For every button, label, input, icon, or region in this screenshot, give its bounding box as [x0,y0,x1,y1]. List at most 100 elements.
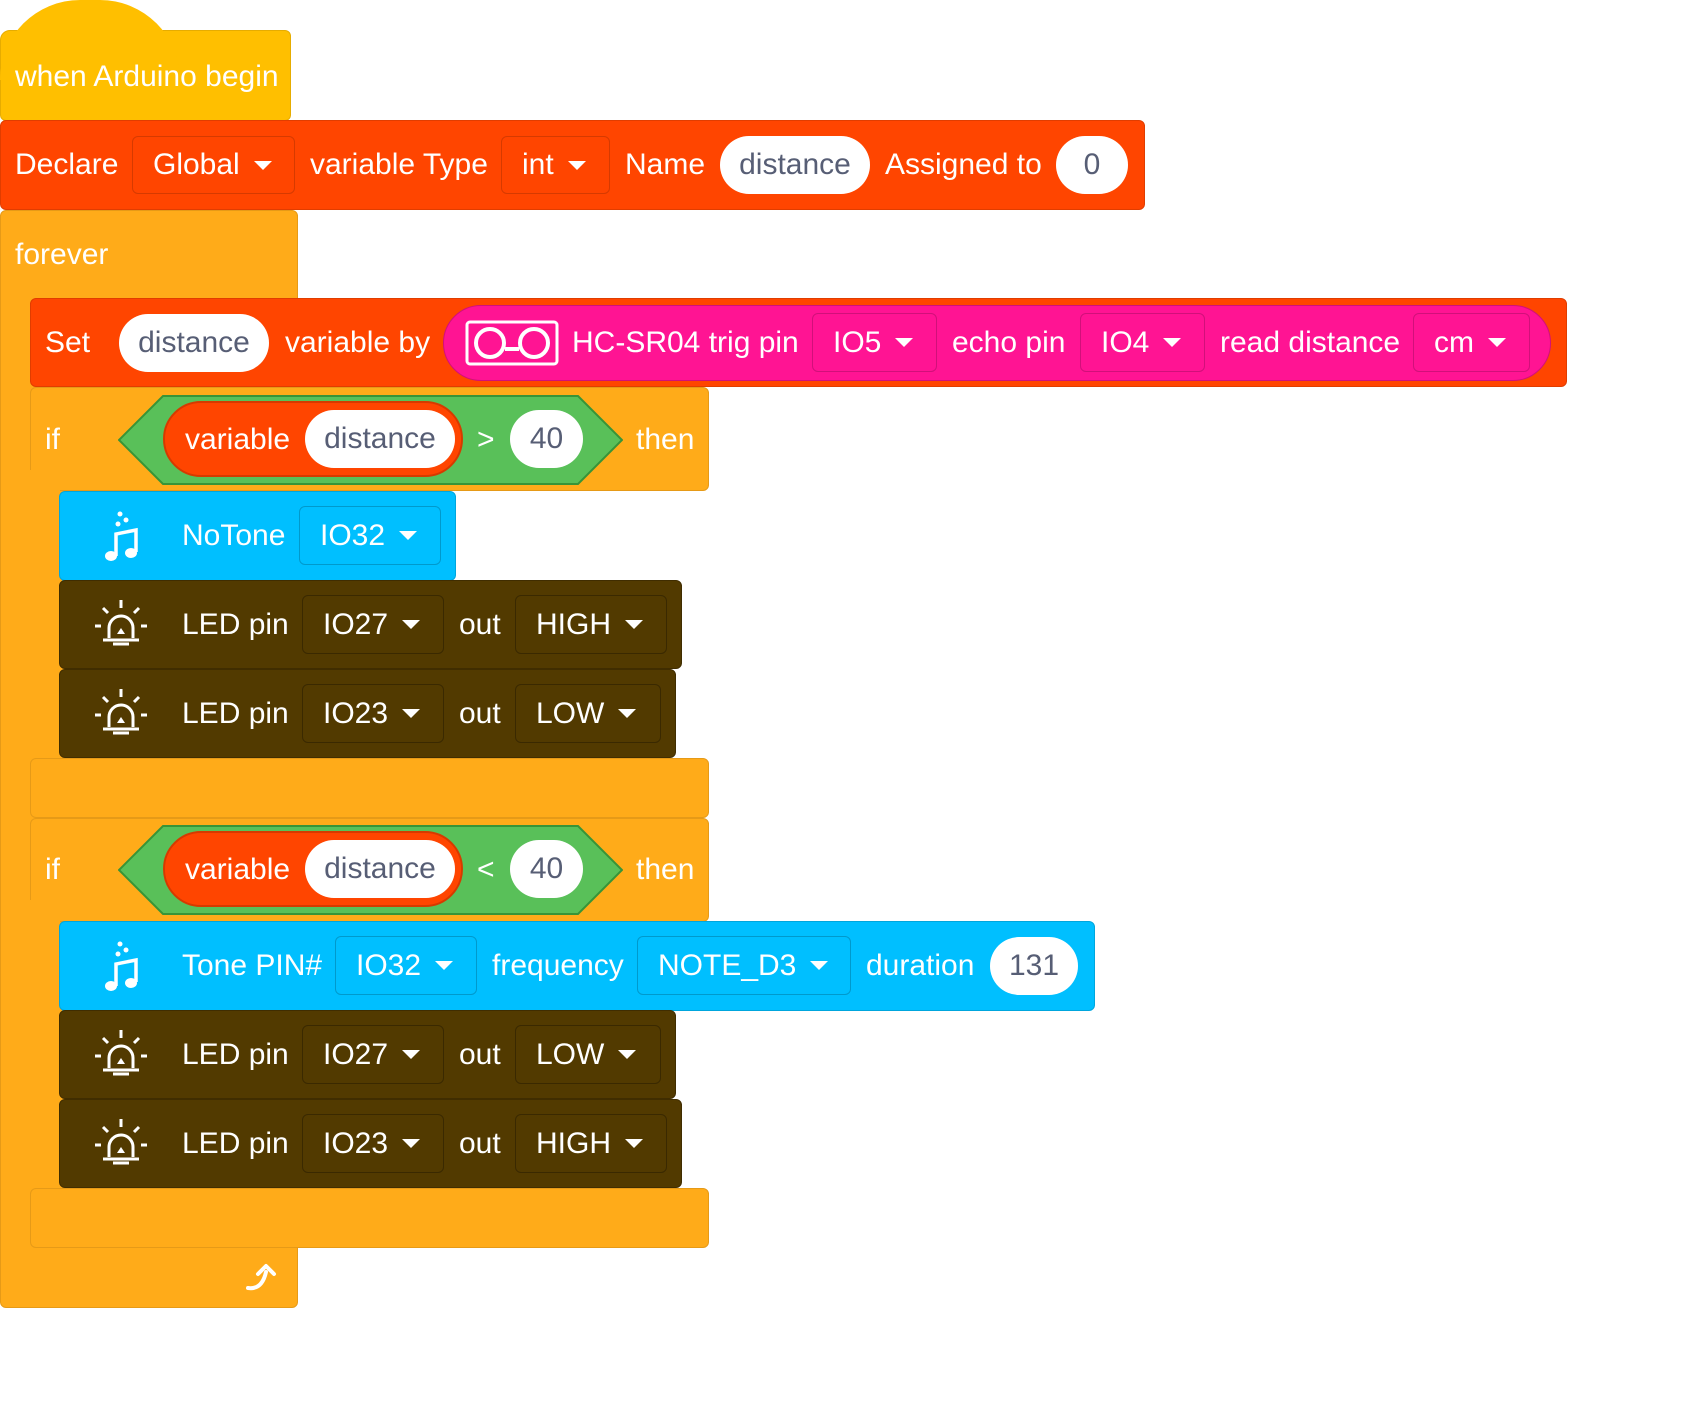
tone-pin-dropdown[interactable]: IO32 [335,936,477,995]
frequency-label: frequency [492,949,624,982]
notone-label: NoTone [182,519,286,552]
then-label: then [636,853,695,886]
tone-block[interactable] [59,921,1095,1011]
led-alarm-icon [95,1119,147,1165]
out-label: out [459,697,501,730]
condition-variable-input[interactable]: distance [305,840,455,898]
variable-label: variable [185,853,291,886]
chevron-down-icon [402,709,421,718]
if-label: if [45,423,60,456]
chevron-down-icon [399,531,418,540]
led-state-value: LOW [536,1037,605,1071]
initial-value-input[interactable]: 0 [1056,136,1128,194]
if-block-2-bottom [30,1188,709,1248]
variable-type-label: variable Type [310,148,488,181]
out-label: out [459,608,501,641]
chevron-down-icon [1163,338,1182,347]
hat-label: when Arduino begin [15,60,279,93]
led-pin-label: LED pin [182,608,289,641]
type-value: int [522,148,554,181]
set-label: Set [45,326,91,359]
led-pin-value: IO23 [323,696,389,730]
trig-pin-value: IO5 [833,325,882,359]
tone-pin-value: IO32 [356,948,422,982]
music-note-icon [105,941,138,991]
chevron-down-icon [618,1050,637,1059]
led-state-dropdown[interactable]: HIGH [515,595,667,654]
chevron-down-icon [1488,338,1506,347]
out-label: out [459,1127,501,1160]
type-dropdown[interactable]: int [501,136,610,194]
duration-input[interactable]: 131 [990,937,1078,995]
chevron-down-icon [402,620,421,629]
hcsr04-reporter[interactable] [443,305,1551,381]
comparison-operator: < [477,853,495,886]
led-state-value: HIGH [536,1126,611,1160]
chevron-down-icon [435,961,454,970]
set-variable-input[interactable]: distance [119,314,269,372]
unit-value: cm [1434,325,1474,359]
chevron-down-icon [402,1050,421,1059]
trig-pin-dropdown[interactable]: IO5 [812,313,937,372]
if-block-2-arm [30,900,60,1220]
scope-dropdown[interactable]: Global [132,136,295,194]
loop-arrow-icon [246,1264,276,1291]
led-state-value: LOW [536,696,605,730]
chevron-down-icon [402,1139,421,1148]
frequency-dropdown[interactable]: NOTE_D3 [637,936,851,995]
sensor-label: HC-SR04 trig pin [572,326,799,359]
chevron-down-icon [810,961,829,970]
chevron-down-icon [618,709,637,718]
assigned-to-label: Assigned to [885,148,1042,181]
forever-label: forever [15,238,109,271]
led-state-dropdown[interactable]: LOW [515,1025,661,1084]
variable-label: variable [185,423,291,456]
led-pin-dropdown[interactable]: IO23 [302,1114,444,1173]
echo-pin-value: IO4 [1101,325,1150,359]
unit-dropdown[interactable]: cm [1413,313,1530,372]
led-state-dropdown[interactable]: LOW [515,684,661,743]
name-label: Name [625,148,706,181]
led-alarm-icon [95,1030,147,1076]
led-pin-label: LED pin [182,1038,289,1071]
led-pin-label: LED pin [182,697,289,730]
tone-label: Tone PIN# [182,949,323,982]
echo-pin-dropdown[interactable]: IO4 [1080,313,1205,372]
led-alarm-icon [95,600,147,646]
chevron-down-icon [625,620,643,629]
variable-by-label: variable by [285,326,431,359]
notone-pin-value: IO32 [320,518,386,552]
led-pin-value: IO27 [323,1037,389,1071]
declare-label: Declare [15,148,119,181]
duration-label: duration [866,949,975,982]
led-state-dropdown[interactable]: HIGH [515,1114,667,1173]
if-block-1-arm [30,470,60,790]
scope-value: Global [153,148,240,181]
led-pin-dropdown[interactable]: IO27 [302,1025,444,1084]
led-alarm-icon [95,689,147,735]
led-state-value: HIGH [536,607,611,641]
if-label: if [45,853,60,886]
read-distance-label: read distance [1220,326,1401,359]
ultrasonic-sensor-icon [465,320,559,366]
then-label: then [636,423,695,456]
comparison-value-input[interactable]: 40 [510,840,583,898]
comparison-operator: > [477,423,495,456]
led-pin-label: LED pin [182,1127,289,1160]
frequency-value: NOTE_D3 [658,948,797,982]
led-pin-dropdown[interactable]: IO27 [302,595,444,654]
variable-name-input[interactable]: distance [720,136,870,194]
condition-variable-input[interactable]: distance [305,410,455,468]
chevron-down-icon [895,338,914,347]
notone-pin-dropdown[interactable]: IO32 [299,506,441,565]
if-block-1-bottom [30,758,709,818]
echo-pin-label: echo pin [952,326,1066,359]
led-pin-value: IO27 [323,607,389,641]
out-label: out [459,1038,501,1071]
chevron-down-icon [625,1139,643,1148]
chevron-down-icon [567,160,586,170]
music-note-icon [105,511,138,561]
led-pin-value: IO23 [323,1126,389,1160]
led-pin-dropdown[interactable]: IO23 [302,684,444,743]
comparison-value-input[interactable]: 40 [510,410,583,468]
